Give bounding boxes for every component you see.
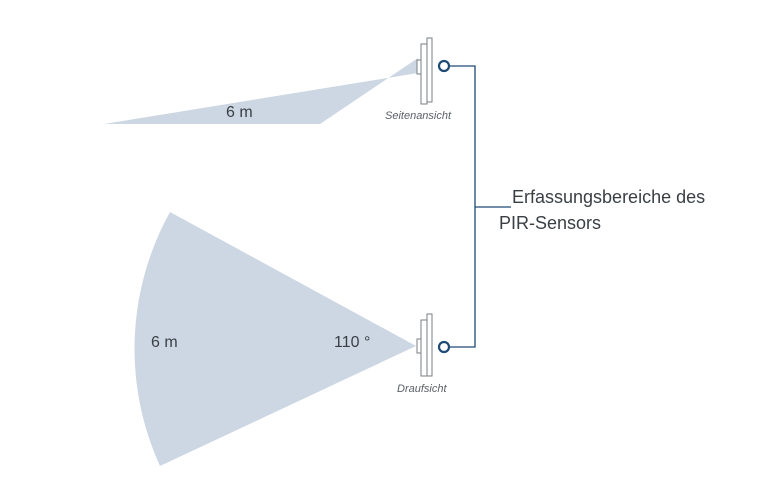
- sensor-body: [426, 313, 433, 377]
- callout-line-1: Erfassungsbereiche des: [512, 187, 705, 207]
- sensor-body: [426, 37, 433, 103]
- top-view-label: Draufsicht: [397, 383, 447, 395]
- top-view-range-label: 6 m: [151, 334, 178, 351]
- side-view-label: Seitenansicht: [385, 110, 452, 122]
- callout-leader-line: [449, 65, 511, 348]
- top-view-detection-area: [134, 212, 416, 466]
- callout-line-2: PIR-Sensors: [499, 213, 601, 233]
- side-view-detection-area: [104, 58, 418, 124]
- sensor-nub: [416, 338, 422, 354]
- sensor-plate: [420, 43, 428, 105]
- sensor-plate: [420, 319, 428, 377]
- sensor-lens-icon: [437, 340, 451, 354]
- sensor-lens-icon: [437, 59, 451, 73]
- side-view-sensor: [416, 37, 451, 105]
- sensor-nub: [416, 59, 422, 75]
- top-view-angle-label: 110 °: [334, 334, 370, 351]
- side-view-range-label: 6 m: [226, 104, 253, 121]
- top-view-sensor: [416, 313, 451, 377]
